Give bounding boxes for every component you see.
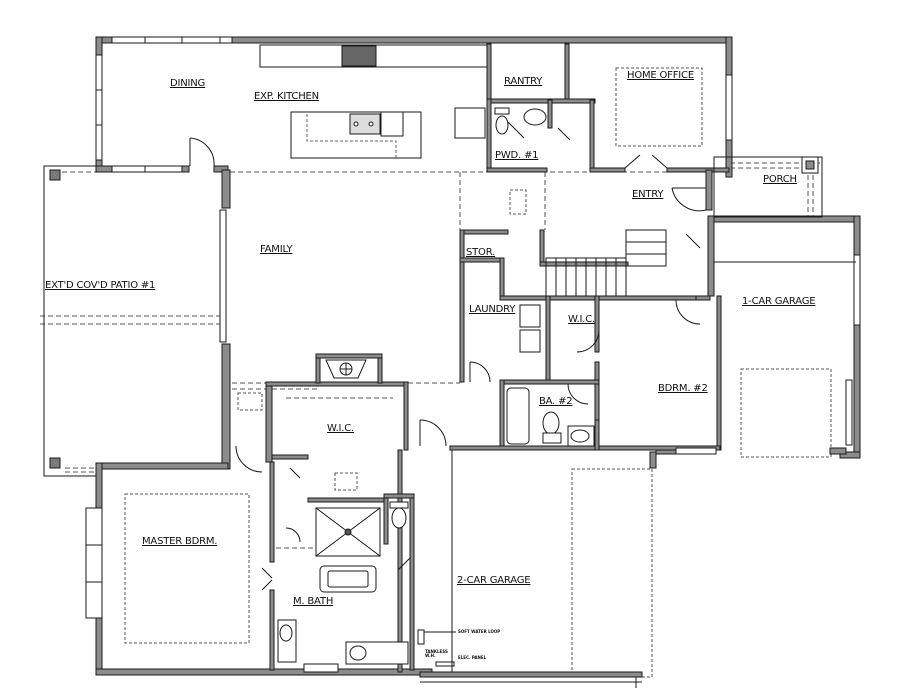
dashed-lines [40,162,820,549]
room-label-patio: EXT'D COV'D PATIO #1 [45,280,156,291]
room-label-master-bdrm: MASTER BDRM. [142,536,218,547]
door-swings [189,121,707,591]
room-label-entry: ENTRY [632,189,664,200]
room-label-dining: DINING [170,78,206,89]
room-label-bdrm-2: BDRM. #2 [658,383,708,394]
room-label-2-car-garage: 2-CAR GARAGE [457,575,531,586]
room-label-kitchen: EXP. KITCHEN [254,91,319,102]
stairs [545,229,667,297]
room-label-laundry: LAUNDRY [469,304,516,315]
room-label-family: FAMILY [260,244,293,255]
room-label-home-office: HOME OFFICE [627,70,694,81]
kitchen-cabinets [259,44,488,159]
windows [85,36,861,673]
room-label-1-car-garage: 1-CAR GARAGE [742,296,816,307]
patio-columns [49,169,61,469]
room-label-master-bath: M. BATH [293,596,334,607]
room-label-pantry: RANTRY [504,76,543,87]
room-label-powder: PWD. #1 [495,150,539,161]
patio-outline [43,156,823,477]
room-label-stor: STOR. [466,247,496,258]
interior-walls [265,43,730,673]
room-label-master-wic: W.I.C. [327,423,355,434]
note-soft-water-loop: SOFT WATER LOOP [458,629,501,634]
island-dash [306,114,397,158]
note-tankless-water-heater: TANKLESS W.H. [425,649,448,658]
room-label-wic-2: W.I.C. [568,314,596,325]
fixtures [277,107,595,667]
room-label-bath-2: BA. #2 [539,396,573,407]
room-label-porch: PORCH [763,174,797,185]
note-elec-panel: ELEC. PANEL [458,655,487,660]
garage-lines [420,261,856,688]
